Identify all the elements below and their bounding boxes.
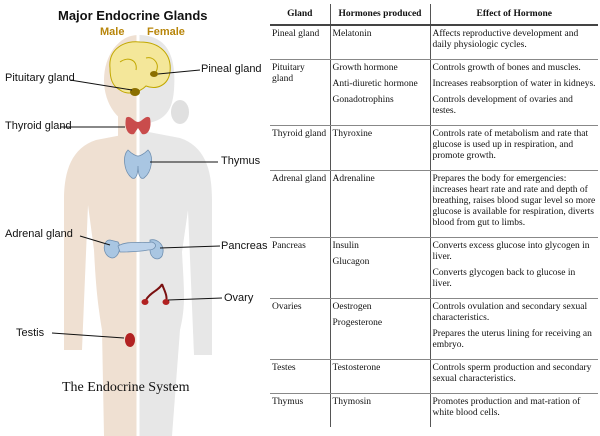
female-label: Female [147, 26, 185, 38]
table-header-row: Gland Hormones produced Effect of Hormon… [270, 4, 598, 26]
label-pineal-gland: Pineal gland [201, 63, 262, 75]
hormone-effect: Converts excess glucose into glycogen in… [432, 241, 590, 262]
thymus-shape [124, 149, 152, 179]
effect-cell: Controls rate of metabolism and rate tha… [430, 125, 598, 171]
gland-cell: Pancreas [270, 237, 331, 299]
gland-cell: Pineal gland [270, 25, 331, 60]
diagram-title: Major Endocrine Glands [58, 8, 208, 23]
hormone-name: Testosterone [332, 363, 381, 373]
male-label: Male [100, 26, 125, 38]
pancreas-shape [117, 241, 156, 253]
gland-cell: Pituitary gland [270, 59, 331, 126]
hormone-name: Progesterone [332, 318, 383, 328]
hormone-effect: Affects reproductive development and dai… [432, 29, 579, 50]
label-pancreas: Pancreas [221, 240, 268, 252]
brain-shape [109, 41, 171, 94]
header-gland: Gland [270, 4, 331, 26]
effect-cell: Promotes production and mat-ration of wh… [430, 394, 598, 428]
hormone-name: Glucagon [332, 257, 370, 267]
pineal-gland-shape [150, 71, 158, 77]
hormone-effect: Prepares the uterus lining for receiving… [432, 329, 592, 350]
hormone-name: Melatonin [332, 29, 372, 39]
hormones-cell: Testosterone [330, 359, 431, 394]
hormone-name: Thyroxine [332, 129, 373, 139]
hormone-table: Gland Hormones produced Effect of Hormon… [270, 4, 598, 427]
hormone-name: Anti-diuretic hormone [332, 79, 418, 89]
hormone-name: Adrenaline [332, 174, 375, 184]
body-female-half [138, 35, 212, 436]
hormone-effect: Controls rate of metabolism and rate tha… [432, 129, 589, 161]
effect-cell: Converts excess glucose into glycogen in… [430, 237, 598, 299]
label-adrenal-gland: Adrenal gland [5, 228, 73, 240]
endocrine-diagram: Major Endocrine Glands Male Female Pitui… [0, 0, 270, 436]
hormone-effect: Controls growth of bones and muscles. [432, 63, 581, 73]
gland-cell: Testes [270, 359, 331, 394]
effect-cell: Controls ovulation and secondary sexual … [430, 298, 598, 360]
gland-cell: Ovaries [270, 298, 331, 360]
label-thyroid-gland: Thyroid gland [5, 120, 72, 132]
label-thymus: Thymus [221, 155, 261, 167]
hormone-name: Oestrogen [332, 302, 372, 312]
hormones-cell: Adrenaline [330, 170, 431, 238]
hormone-effect: Promotes production and mat-ration of wh… [432, 397, 581, 418]
diagram-caption: The Endocrine System [62, 380, 190, 395]
effect-cell: Controls sperm production and secondary … [430, 359, 598, 394]
gland-cell: Thymus [270, 393, 331, 427]
hormone-effect: Controls sperm production and secondary … [432, 363, 592, 384]
hormone-name: Insulin [332, 241, 359, 251]
hormone-effect: Increases reabsorption of water in kidne… [432, 79, 596, 89]
header-hormones: Hormones produced [330, 4, 431, 26]
hormone-effect: Controls ovulation and secondary sexual … [432, 302, 588, 323]
label-pituitary-gland: Pituitary gland [5, 72, 75, 84]
hormone-effect: Converts glycogen back to glucose in liv… [432, 268, 576, 289]
effect-cell: Affects reproductive development and dai… [430, 25, 598, 60]
gland-cell: Adrenal gland [270, 170, 331, 238]
hormone-name: Growth hormone [332, 63, 398, 73]
hormones-cell: Thyroxine [330, 125, 431, 171]
hormone-effect: Prepares the body for emergencies: incre… [432, 174, 596, 228]
body-illustration [51, 30, 223, 436]
gland-cell: Thyroid gland [270, 125, 331, 171]
hormone-name: Thymosin [332, 397, 372, 407]
hormone-name: Gonadotrophins [332, 95, 394, 105]
effect-cell: Controls growth of bones and muscles. Inc… [430, 59, 598, 126]
label-testis: Testis [16, 327, 45, 339]
testis-shape [125, 333, 135, 347]
effect-cell: Prepares the body for emergencies: incre… [430, 170, 598, 238]
pituitary-gland-shape [130, 88, 140, 96]
hormones-cell: Melatonin [330, 25, 431, 60]
hormone-effect: Controls development of ovaries and test… [432, 95, 573, 116]
header-effect: Effect of Hormone [430, 4, 598, 26]
label-ovary: Ovary [224, 292, 254, 304]
thyroid-gland-shape [125, 116, 151, 135]
hormones-cell: Thymosin [330, 393, 431, 427]
